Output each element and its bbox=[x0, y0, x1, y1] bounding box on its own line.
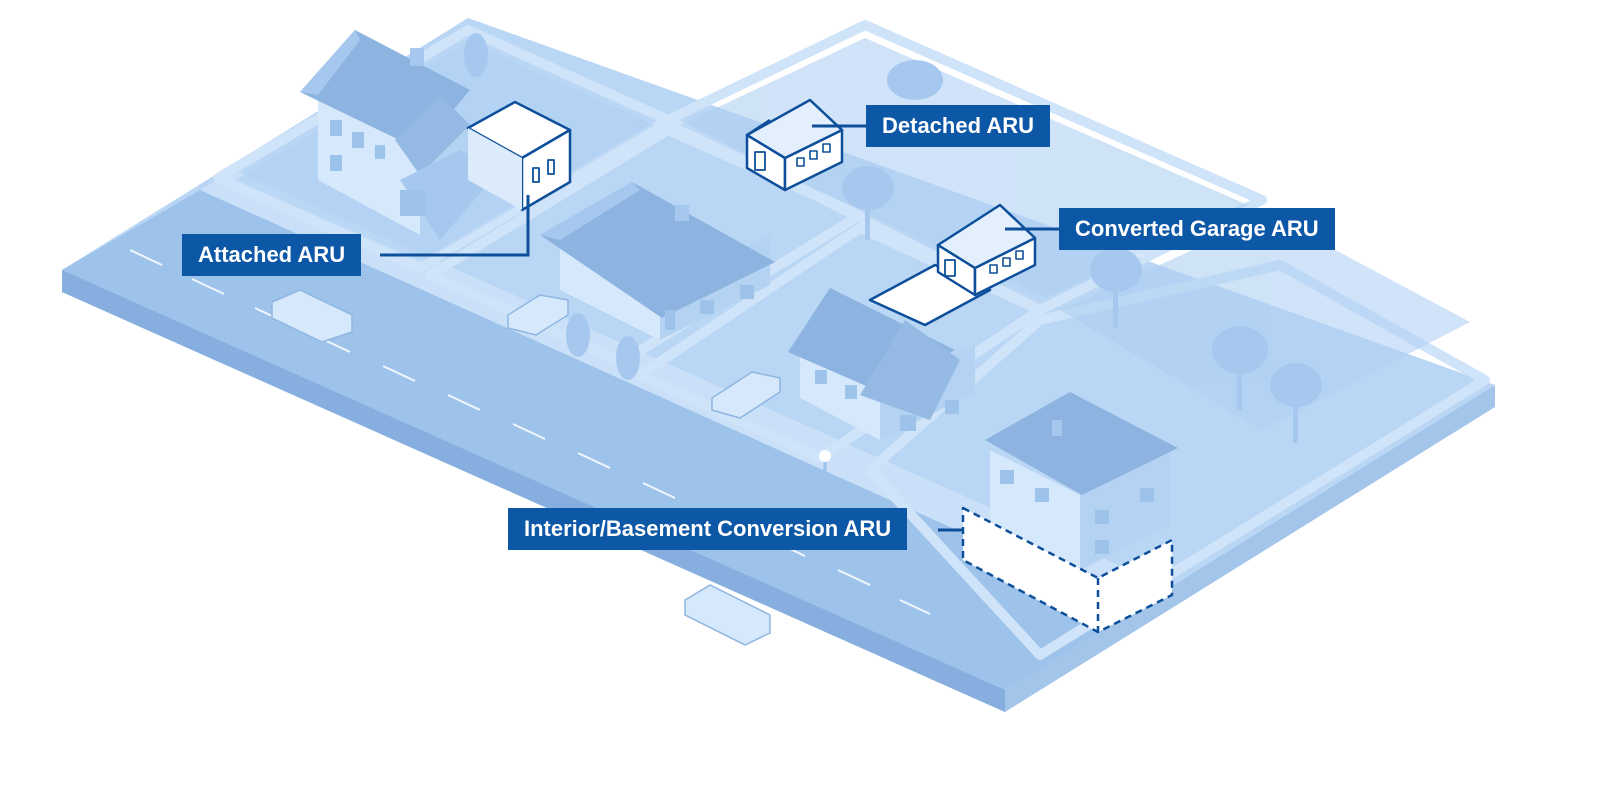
lots bbox=[213, 20, 1490, 660]
cars bbox=[271, 289, 781, 646]
house-gabled bbox=[788, 288, 975, 440]
converted-garage-aru-highlight bbox=[868, 203, 1037, 327]
house-bungalow bbox=[540, 182, 775, 340]
detached-aru-highlight bbox=[745, 98, 844, 192]
attached-aru-highlight bbox=[466, 100, 572, 212]
house-two-storey-right bbox=[985, 392, 1178, 570]
attached-aru-label: Attached ARU bbox=[182, 234, 362, 276]
detached-aru-label: Detached ARU bbox=[866, 105, 1050, 147]
interior-basement-aru-label: Interior/Basement Conversion ARU bbox=[508, 508, 908, 550]
leader-lines bbox=[380, 124, 1060, 532]
converted-garage-aru-label: Converted Garage ARU bbox=[1059, 208, 1335, 250]
interior-basement-aru-highlight bbox=[961, 506, 1174, 634]
trees bbox=[464, 33, 1322, 443]
